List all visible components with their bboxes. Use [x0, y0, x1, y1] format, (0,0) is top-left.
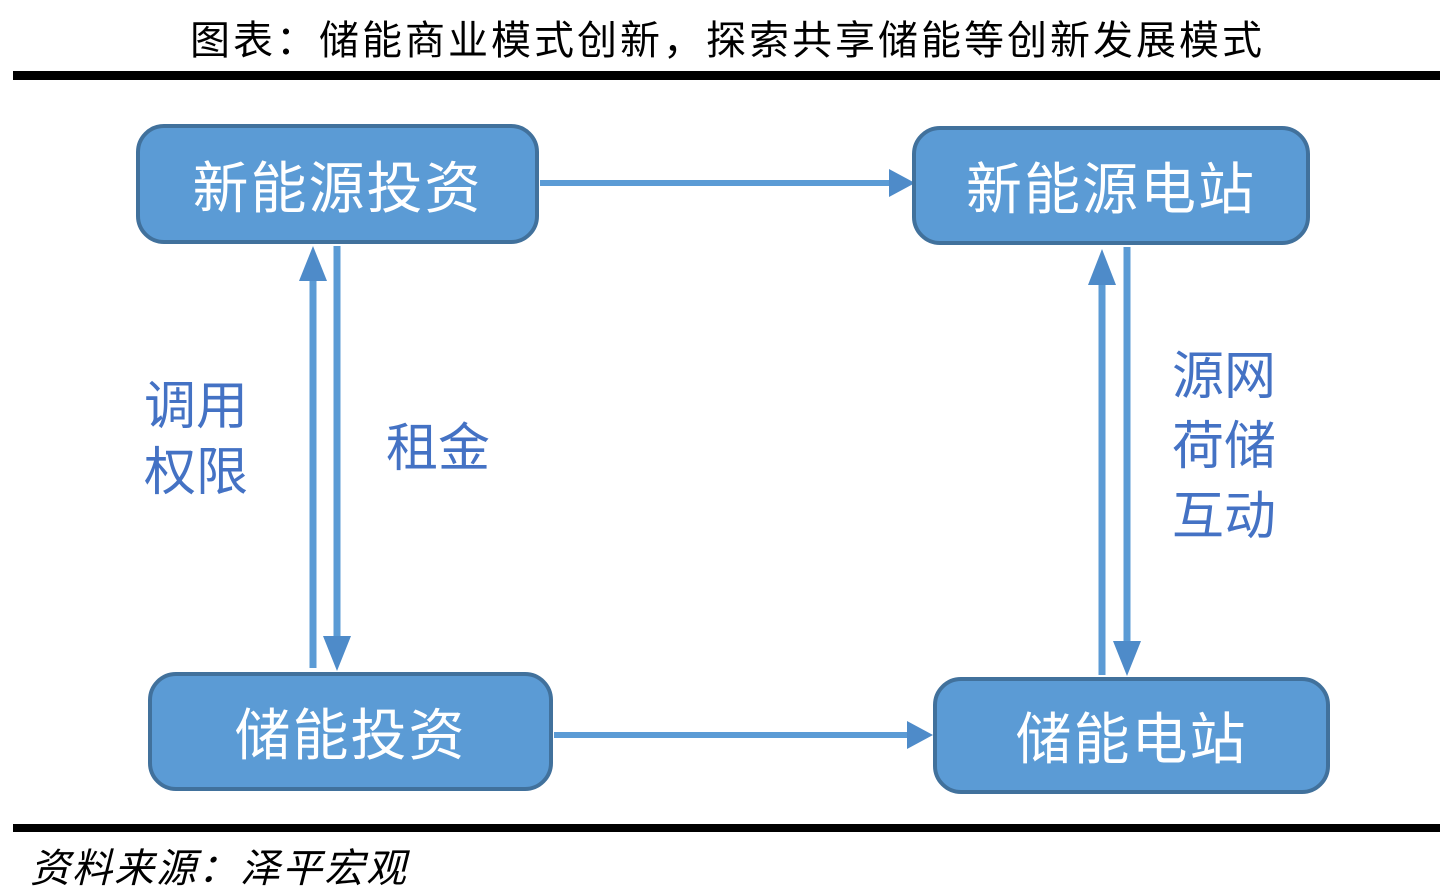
node-label: 新能源电站 [966, 158, 1256, 221]
node-label: 储能电站 [1015, 708, 1248, 771]
arrow-new-energy-to-storage-station-down [1113, 247, 1141, 676]
node-storage-station: 储能电站 [933, 677, 1330, 794]
bottom-rule [13, 824, 1440, 832]
edge-label-source-grid-load-storage-interaction: 源网 荷储 互动 [1172, 348, 1277, 546]
node-label: 新能源投资 [192, 156, 483, 220]
arrow-storage-investment-to-station [554, 721, 933, 749]
source-note: 资料来源：泽平宏观 [30, 846, 408, 891]
node-label: 储能投资 [234, 704, 467, 767]
arrow-storage-to-new-energy-station-up [1088, 249, 1116, 675]
node-new-energy-station: 新能源电站 [912, 126, 1310, 245]
edge-label-dispatch-rights: 调用 权限 [144, 378, 249, 502]
edge-label-rent: 租金 [386, 420, 491, 478]
node-storage-investment: 储能投资 [148, 672, 553, 791]
node-new-energy-investment: 新能源投资 [136, 124, 539, 244]
arrow-new-energy-to-storage-investment-down [323, 246, 351, 671]
page-title: 图表：储能商业模式创新，探索共享储能等创新发展模式 [190, 18, 1265, 63]
arrow-new-energy-investment-to-station [540, 169, 915, 197]
top-rule [13, 71, 1440, 80]
arrow-storage-to-new-energy-investment-up [299, 246, 327, 668]
